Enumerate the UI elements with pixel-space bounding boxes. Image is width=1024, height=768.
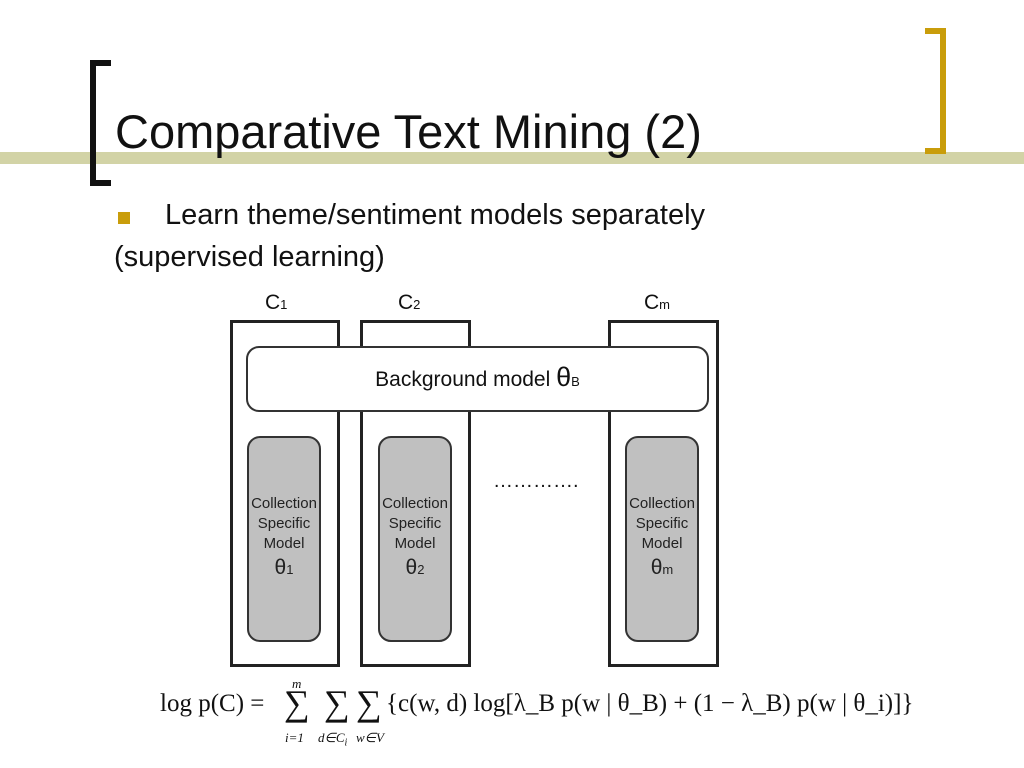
title-accent-line xyxy=(0,152,1024,164)
bullet-square-icon xyxy=(118,212,130,224)
formula-sum-lower-3: w∈V xyxy=(356,730,384,745)
formula-sum-lower-2: d∈Ci xyxy=(318,730,348,749)
formula-sum-upper: m xyxy=(292,676,302,691)
formula-sum-1: ∑ xyxy=(284,683,310,723)
collection-label-c1: C1 xyxy=(265,291,288,314)
collection-specific-model-1: Collection Specific Model θ1 xyxy=(247,436,321,642)
more-collections-ellipsis: …………. xyxy=(493,470,579,492)
background-model-box: Background model θB xyxy=(246,346,709,412)
collection-specific-model-2: Collection Specific Model θ2 xyxy=(378,436,452,642)
slide-title: Comparative Text Mining (2) xyxy=(115,105,702,158)
collection-specific-model-m: Collection Specific Model θm xyxy=(625,436,699,642)
formula-body: {c(w, d) log[λ_B p(w | θ_B) + (1 − λ_B) … xyxy=(386,690,914,717)
formula-lhs: log p(C) = xyxy=(160,690,265,717)
background-model-label: Background model θB xyxy=(375,361,580,392)
bullet-text-line-1: Learn theme/sentiment models separately xyxy=(165,199,706,231)
log-likelihood-formula: log p(C) = m ∑ i=1 ∑ d∈Ci ∑ w∈V {c(w, d)… xyxy=(160,676,913,749)
formula-sum-3: ∑ xyxy=(356,683,382,723)
collection-label-c2: C2 xyxy=(398,291,421,314)
right-bracket-decoration xyxy=(925,28,946,154)
bullet-text-line-2: (supervised learning) xyxy=(114,241,385,273)
collection-label-cm: Cm xyxy=(644,291,671,314)
formula-sum-2: ∑ xyxy=(324,683,350,723)
formula-sum-lower-1: i=1 xyxy=(285,730,304,745)
left-bracket-decoration xyxy=(90,60,111,186)
